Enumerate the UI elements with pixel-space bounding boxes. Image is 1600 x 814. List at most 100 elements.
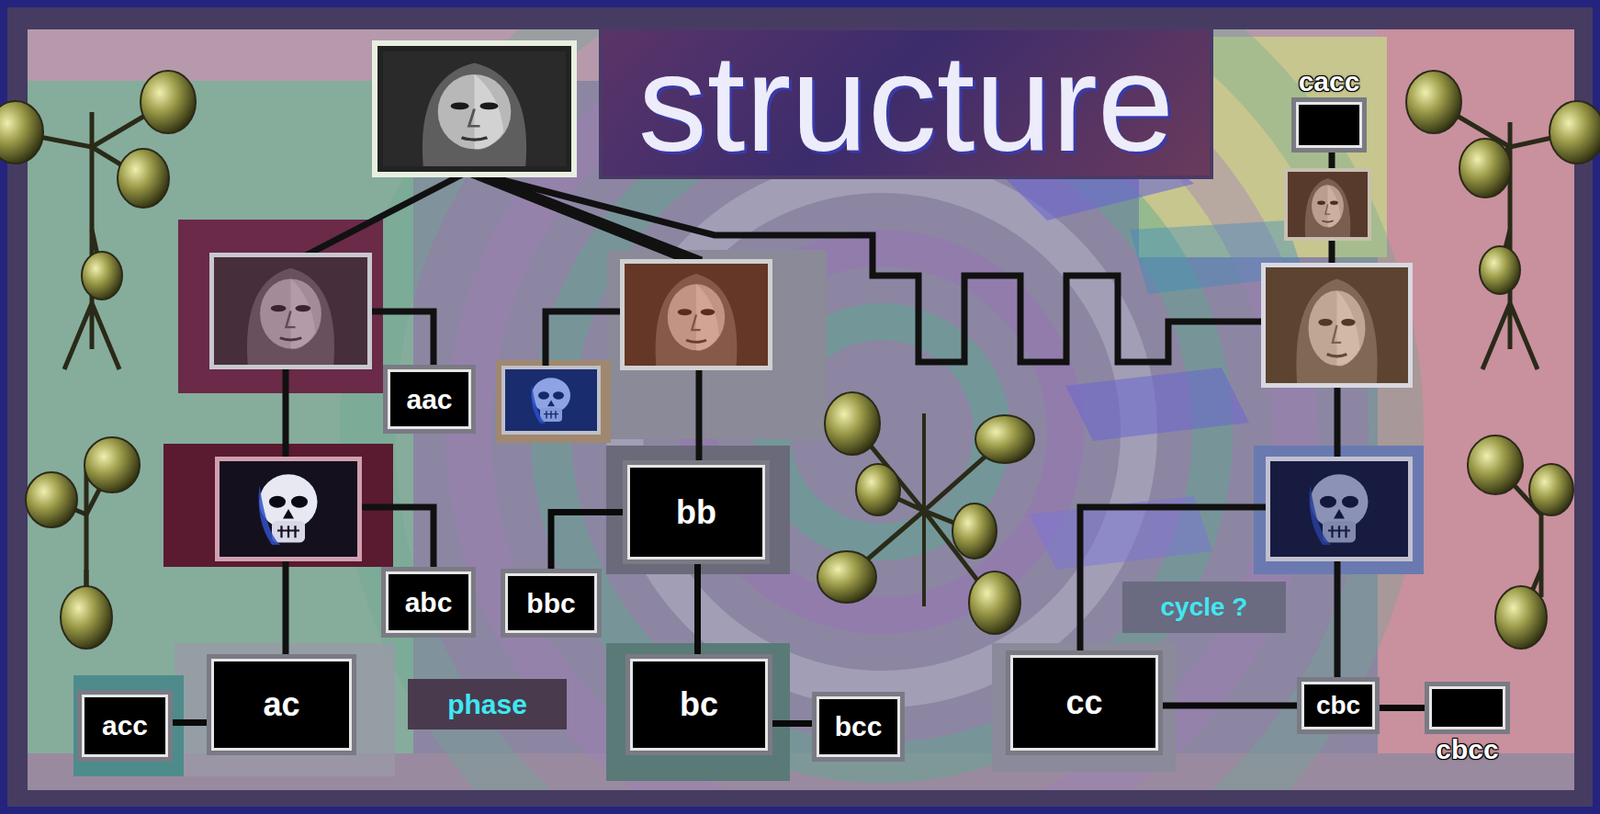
- face-image: [1265, 267, 1409, 384]
- background: [367, 29, 1397, 790]
- face-image: [377, 45, 572, 172]
- label-patch: phase: [407, 678, 567, 730]
- anemometer: [25, 437, 140, 649]
- anemometer: [1406, 70, 1462, 134]
- skull-image: [1265, 456, 1413, 562]
- anemometer: [25, 472, 78, 528]
- anemometer: [1467, 435, 1523, 495]
- anemometer: [824, 392, 880, 455]
- face-image: [624, 263, 768, 366]
- background: [7, 7, 1593, 807]
- text-box: bbc: [505, 573, 598, 633]
- collage-panel: [73, 219, 1424, 781]
- connector: [1374, 704, 1430, 711]
- face-image: [619, 259, 773, 371]
- face-image: [1261, 262, 1413, 388]
- wire: [367, 311, 434, 370]
- wire: [545, 311, 625, 370]
- anemometer: [140, 70, 196, 134]
- face-image: [1287, 171, 1368, 237]
- label-patch: cycle ?: [1122, 581, 1286, 633]
- anemometer: [952, 503, 997, 559]
- text-box: bcc: [816, 696, 901, 757]
- anemometer: [60, 585, 113, 649]
- anemometer: [975, 415, 1035, 463]
- face-image: [214, 257, 368, 365]
- skull-image: [505, 369, 598, 431]
- anemometer: [969, 571, 1021, 634]
- face-image: [383, 51, 566, 167]
- title-panel: structure: [602, 30, 1210, 176]
- text-box: bb: [627, 464, 766, 560]
- box-label: bbc: [526, 589, 575, 618]
- background: [1065, 367, 1250, 441]
- wire: [305, 173, 464, 256]
- collage-panel: [1253, 445, 1424, 575]
- anemometer: [856, 463, 901, 516]
- anemometer: [817, 551, 877, 603]
- anemometer: [1467, 435, 1574, 649]
- skull-image: [1270, 461, 1409, 557]
- box-label: bc: [679, 687, 719, 722]
- face-image: [1284, 168, 1372, 241]
- connector: [168, 719, 212, 726]
- anemometer: [0, 70, 196, 370]
- box-label: abc: [405, 588, 453, 617]
- wire: [282, 364, 290, 462]
- box-label: ac: [262, 687, 300, 722]
- face-image: [619, 259, 773, 371]
- anemometer: [117, 148, 170, 208]
- face-image: [371, 40, 577, 178]
- box-label: cc: [1065, 686, 1103, 720]
- skull-image: [501, 365, 601, 435]
- wire: [479, 173, 702, 260]
- text-box: cbc: [1301, 681, 1375, 730]
- face-image: [1261, 262, 1413, 388]
- anemometer: [1529, 463, 1574, 516]
- text-box: acc: [81, 694, 169, 757]
- text-box: cbcc: [1429, 686, 1506, 730]
- connector: [767, 720, 817, 727]
- collage-panel: [73, 675, 184, 777]
- wire: [477, 173, 1266, 362]
- skull-image: [501, 365, 601, 435]
- collage-panel: [178, 219, 384, 394]
- anemometer: [1479, 246, 1521, 294]
- skull-image: [505, 369, 598, 431]
- face-image: [1284, 168, 1372, 241]
- text-box: bc: [630, 658, 768, 751]
- background: [468, 29, 1296, 790]
- skull-image: [219, 461, 358, 557]
- wire: [357, 507, 434, 572]
- skull-image: [1265, 456, 1413, 562]
- anemometer: [817, 392, 1035, 634]
- anemometer: [1495, 585, 1547, 649]
- face-image: [624, 263, 768, 366]
- collage-panel: [607, 249, 827, 440]
- phase-label: cycle ?: [1160, 594, 1249, 620]
- collage-panel: [163, 443, 394, 567]
- box-label: cbc: [1316, 692, 1361, 719]
- box-label: bcc: [834, 712, 883, 741]
- wire: [1334, 556, 1341, 682]
- anemometer: [1549, 101, 1600, 164]
- background: [27, 29, 1575, 790]
- face-image: [214, 257, 368, 365]
- connector: [694, 559, 701, 659]
- face-image: [1265, 267, 1409, 384]
- skull-image: [214, 456, 362, 562]
- collage-panel: [606, 445, 790, 575]
- collage-panel: [991, 642, 1176, 772]
- skull-image: [214, 456, 362, 562]
- text-box: cc: [1010, 654, 1159, 751]
- text-box: abc: [385, 571, 472, 633]
- wire: [1334, 383, 1341, 462]
- box-label: acc: [101, 711, 148, 740]
- anemometer: [0, 101, 44, 164]
- connector: [551, 512, 628, 575]
- text-box: ac: [211, 658, 352, 751]
- text-box: cacc: [1295, 101, 1363, 148]
- face-image: [209, 252, 372, 370]
